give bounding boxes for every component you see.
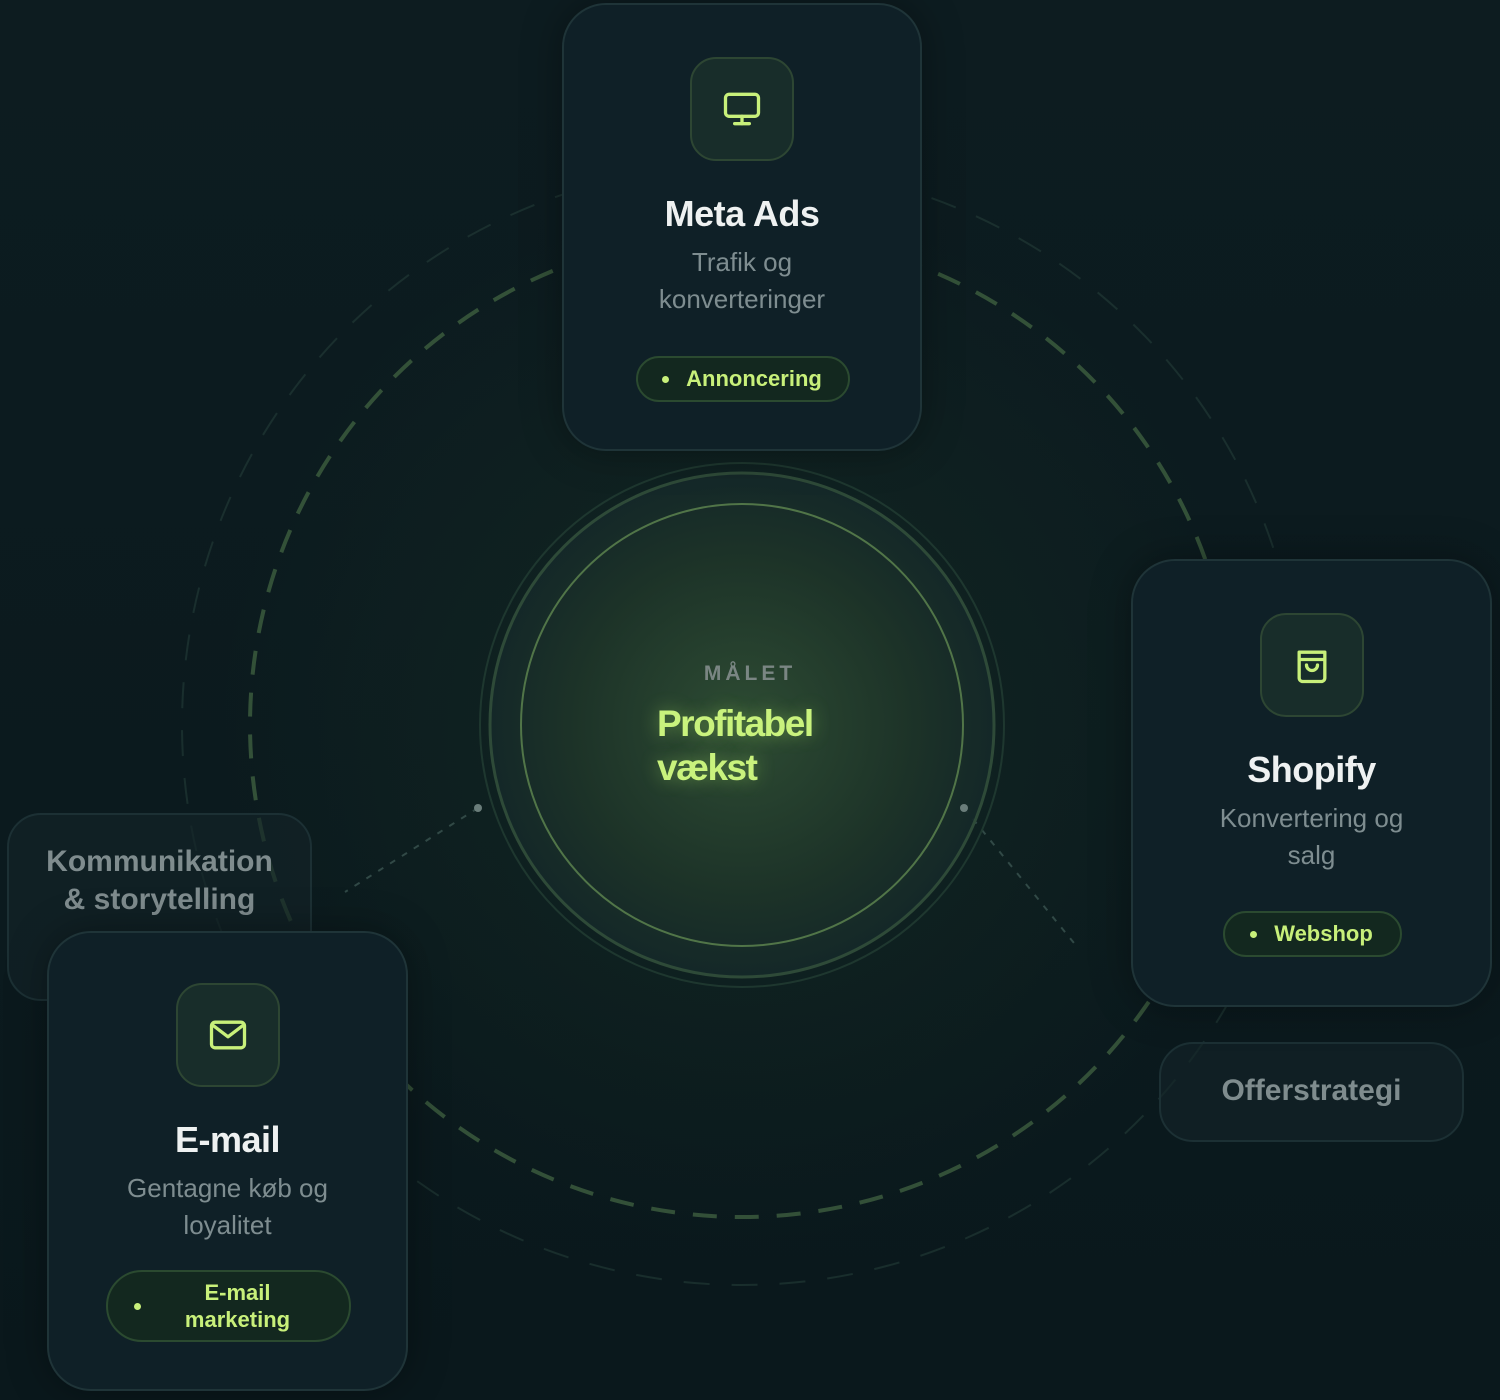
center-title: Profitabel vækst bbox=[657, 702, 857, 790]
card-meta-ads-subtitle: Trafik og konverteringer bbox=[584, 244, 900, 318]
tag-dot-icon bbox=[662, 376, 669, 383]
connector-left bbox=[344, 807, 479, 893]
ghost-card-kommunikation-line-1: Kommunikation bbox=[46, 845, 273, 878]
card-email-title: E-mail bbox=[174, 1119, 281, 1160]
card-email-tag-line-2: marketing bbox=[184, 1307, 291, 1332]
card-meta-ads-tag[interactable]: Annoncering bbox=[636, 356, 850, 402]
shopping-bag-icon bbox=[1297, 650, 1326, 684]
ghost-card-kommunikation-line-2: & storytelling bbox=[63, 883, 256, 916]
card-email-subtitle-line-2: loyalitet bbox=[183, 1210, 272, 1240]
monitor-icon bbox=[723, 92, 761, 126]
card-meta-ads-title: Meta Ads bbox=[664, 193, 820, 234]
card-shopify-title: Shopify bbox=[1247, 749, 1376, 790]
center-title-line-1: Profitabel bbox=[657, 703, 814, 744]
core-disc bbox=[488, 471, 996, 979]
card-meta-ads-icon-box bbox=[690, 57, 794, 161]
mail-icon bbox=[209, 1020, 246, 1050]
ghost-card-kommunikation-label: Kommunikation & storytelling bbox=[9, 843, 310, 919]
card-shopify-subtitle-line-1: Konvertering og bbox=[1219, 803, 1404, 833]
card-email-tag-label: E-mail marketing bbox=[185, 1279, 290, 1333]
card-email-subtitle: Gentagne køb og loyalitet bbox=[69, 1170, 386, 1244]
center-title-line-2: vækst bbox=[657, 747, 758, 788]
core-inner-ring bbox=[520, 503, 964, 947]
card-meta-ads-subtitle-line-2: konverteringer bbox=[658, 284, 826, 314]
card-meta-ads-tag-label: Annoncering bbox=[686, 366, 822, 391]
card-shopify[interactable]: Shopify Konvertering og salg Webshop bbox=[1131, 559, 1492, 1007]
core-outer-ring bbox=[479, 462, 1005, 988]
card-meta-ads-subtitle-line-1: Trafik og bbox=[691, 247, 793, 277]
card-email-subtitle-line-1: Gentagne køb og bbox=[127, 1173, 328, 1203]
card-shopify-subtitle-line-2: salg bbox=[1287, 840, 1336, 870]
center-label: MÅLET bbox=[703, 662, 797, 685]
card-shopify-icon-box bbox=[1259, 613, 1364, 717]
card-email[interactable]: E-mail Gentagne køb og loyalitet E-mail … bbox=[47, 931, 408, 1391]
ghost-card-offerstrategi[interactable]: Offerstrategi bbox=[1159, 1042, 1464, 1142]
card-email-tag[interactable]: E-mail marketing bbox=[106, 1270, 351, 1342]
connector-right bbox=[963, 807, 1079, 949]
card-shopify-tag[interactable]: Webshop bbox=[1223, 911, 1402, 957]
card-shopify-tag-label: Webshop bbox=[1274, 921, 1373, 946]
tag-dot-icon bbox=[134, 1303, 141, 1310]
card-shopify-subtitle: Konvertering og salg bbox=[1153, 800, 1470, 874]
ghost-card-offerstrategi-label: Offerstrategi bbox=[1221, 1074, 1402, 1107]
card-email-icon-box bbox=[175, 983, 280, 1087]
card-meta-ads[interactable]: Meta Ads Trafik og konverteringer Annonc… bbox=[562, 3, 922, 451]
card-email-tag-line-1: E-mail bbox=[204, 1280, 271, 1305]
connector-dot-right bbox=[960, 804, 968, 812]
tag-dot-icon bbox=[1250, 931, 1257, 938]
connector-dot-left bbox=[474, 804, 482, 812]
